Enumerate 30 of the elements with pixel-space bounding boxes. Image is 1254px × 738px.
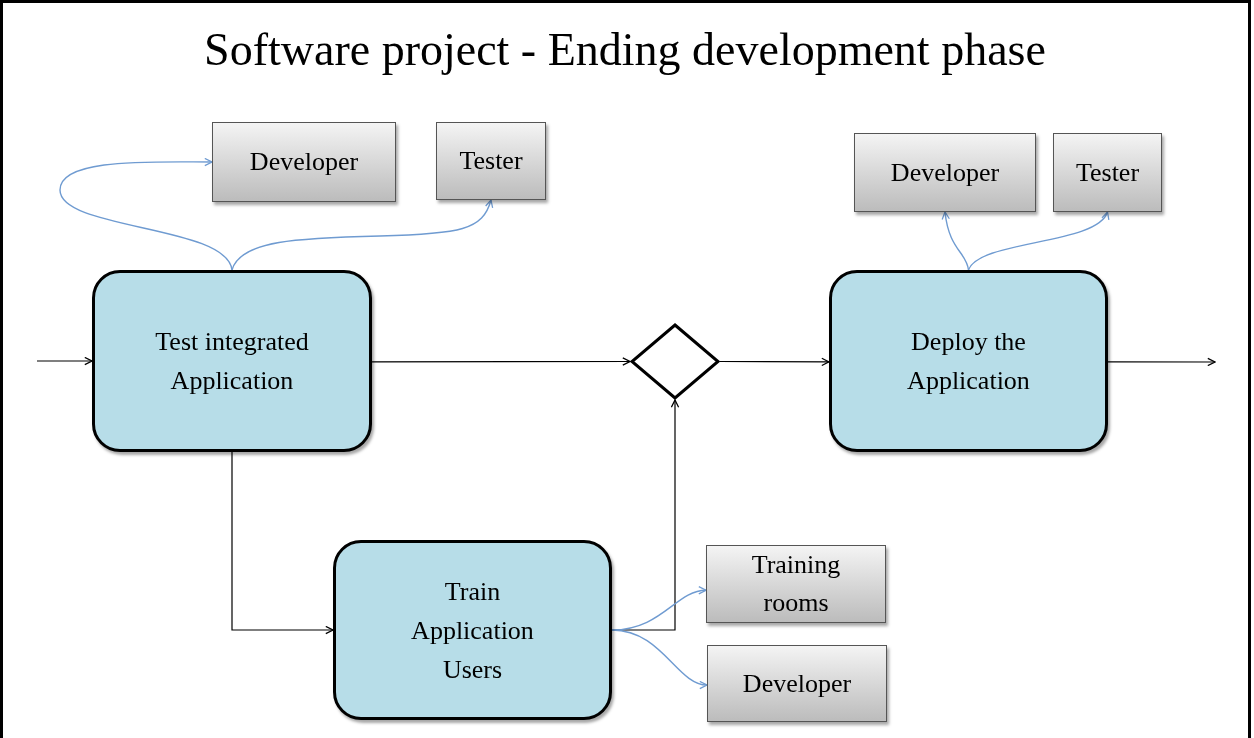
arrow <box>231 199 493 271</box>
node-label: Tester <box>1075 156 1140 189</box>
arrow <box>231 451 334 635</box>
resource-box <box>706 545 886 623</box>
process-box <box>829 270 1108 452</box>
decision-diamond <box>630 323 720 400</box>
node-label: Training rooms <box>750 549 842 619</box>
process-box <box>333 540 612 720</box>
arrow <box>967 211 1109 271</box>
arrow <box>59 157 233 271</box>
arrow <box>941 211 970 271</box>
resource-box <box>212 122 396 202</box>
node-label: Train Application Users <box>410 575 535 686</box>
resource-box <box>1053 133 1162 212</box>
arrow <box>719 357 830 367</box>
resource-box <box>436 122 546 200</box>
title: Software project - Ending development phase <box>203 23 1047 77</box>
resource-box <box>707 645 887 722</box>
node-label: Test integrated Application <box>154 326 310 397</box>
arrow <box>36 356 93 366</box>
node-label: Developer <box>249 146 359 179</box>
resource-box <box>854 133 1036 212</box>
arrow <box>611 629 708 689</box>
arrow <box>371 357 631 366</box>
node-label: Deploy the Application <box>906 326 1031 397</box>
node-label: Developer <box>890 156 1000 189</box>
node-label: Tester <box>459 145 523 178</box>
node-label: Developer <box>742 667 852 700</box>
arrow <box>1107 357 1216 367</box>
process-box <box>92 270 372 452</box>
